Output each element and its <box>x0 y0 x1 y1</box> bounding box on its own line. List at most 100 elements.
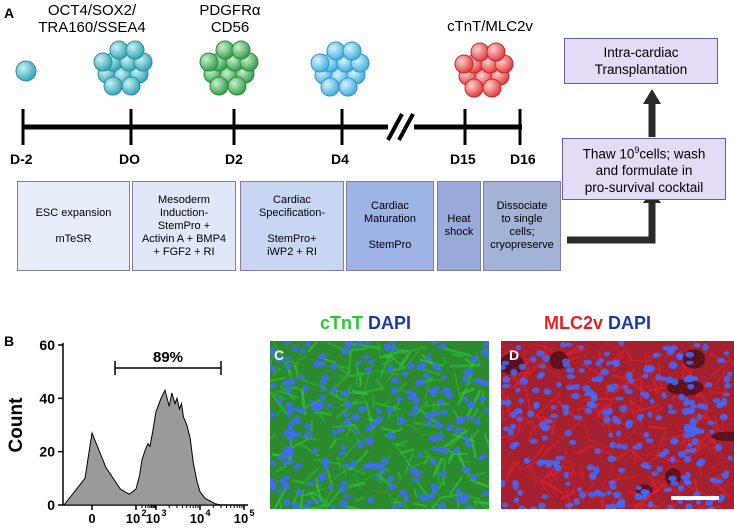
fiber <box>525 445 545 469</box>
fiber <box>599 445 604 461</box>
nucleus <box>279 477 286 485</box>
fiber <box>583 420 591 443</box>
nucleus <box>304 423 312 430</box>
cell-sphere <box>342 41 362 61</box>
nucleus <box>407 394 415 401</box>
green-cell-cluster-icon <box>199 40 259 96</box>
nucleus <box>609 503 618 509</box>
nucleus <box>565 342 573 347</box>
stage-box-mesoderm-induction: Mesoderm Induction- StemPro + Activin A … <box>132 181 236 271</box>
nucleus <box>286 411 293 417</box>
nucleus <box>684 448 691 454</box>
cell-sphere <box>326 41 346 61</box>
fiber <box>348 449 369 472</box>
fiber <box>612 474 639 482</box>
nucleus <box>518 398 524 404</box>
fiber <box>442 347 472 358</box>
nucleus <box>431 341 439 345</box>
nucleus <box>584 407 593 414</box>
fiber <box>374 490 390 494</box>
cell-sphere <box>338 77 358 97</box>
nucleus <box>610 383 619 390</box>
cell-sphere <box>93 52 113 72</box>
nucleus <box>365 461 374 469</box>
fiber <box>413 487 418 498</box>
nucleus <box>287 434 293 442</box>
fiber <box>272 342 284 359</box>
nucleus <box>686 399 696 406</box>
nucleus <box>607 388 616 393</box>
nucleus <box>462 376 468 384</box>
nucleus <box>386 432 394 439</box>
fiber <box>363 363 373 391</box>
nucleus <box>693 342 701 348</box>
cell-sphere <box>464 78 484 98</box>
nucleus <box>276 455 285 461</box>
fiber <box>584 437 608 449</box>
nucleus <box>436 399 445 406</box>
nucleus <box>667 504 673 509</box>
nucleus <box>452 447 460 454</box>
nucleus <box>351 460 357 468</box>
nucleus <box>541 435 548 441</box>
nucleus <box>661 392 667 399</box>
fiber <box>413 400 430 416</box>
nucleus <box>438 506 447 509</box>
nucleus <box>331 429 338 436</box>
nucleus <box>406 389 414 395</box>
nucleus <box>662 345 671 351</box>
nucleus <box>441 375 448 380</box>
nucleus <box>643 392 650 400</box>
nucleus <box>463 434 469 443</box>
nucleus <box>336 427 346 433</box>
nucleus <box>337 450 347 456</box>
fiber <box>314 477 323 503</box>
nucleus <box>465 415 474 421</box>
fiber <box>272 391 286 401</box>
nucleus <box>341 347 351 355</box>
nucleus <box>319 394 326 401</box>
nucleus <box>621 444 629 450</box>
nucleus <box>292 416 302 425</box>
cell-sphere <box>227 76 247 96</box>
nucleus <box>282 460 290 466</box>
y-tick-label: 20 <box>39 444 55 460</box>
fiber <box>550 418 557 437</box>
fiber <box>292 360 300 369</box>
cardiomyocyte-markers: cTnT/MLC2v <box>447 18 533 35</box>
fiber <box>454 372 462 402</box>
nucleus <box>303 432 313 439</box>
nucleus <box>408 412 416 417</box>
nucleus <box>688 447 697 453</box>
nucleus <box>402 370 408 378</box>
fiber <box>633 450 639 465</box>
fiber <box>560 418 583 440</box>
nucleus <box>281 380 289 386</box>
fiber <box>600 495 606 509</box>
day-label: D4 <box>331 151 349 167</box>
nucleus <box>677 450 687 458</box>
nucleus <box>367 496 374 504</box>
nucleus <box>589 472 598 480</box>
fiber <box>579 469 586 481</box>
panel-b-letter: B <box>4 333 15 349</box>
nucleus <box>389 341 397 345</box>
cell-sphere <box>320 77 340 97</box>
fiber <box>431 504 435 509</box>
nucleus <box>647 365 655 373</box>
nucleus <box>391 505 398 509</box>
fiber <box>710 360 729 377</box>
nucleus <box>416 470 422 477</box>
nucleus <box>440 409 448 415</box>
nucleus <box>424 413 432 419</box>
nucleus <box>596 375 604 383</box>
fiber <box>714 368 729 386</box>
nucleus <box>325 403 334 408</box>
nucleus <box>554 464 562 472</box>
nucleus <box>446 424 454 429</box>
fiber <box>298 442 320 457</box>
nucleus <box>465 440 473 448</box>
dark-region <box>501 353 524 376</box>
nucleus <box>390 387 399 395</box>
fiber <box>501 346 516 358</box>
